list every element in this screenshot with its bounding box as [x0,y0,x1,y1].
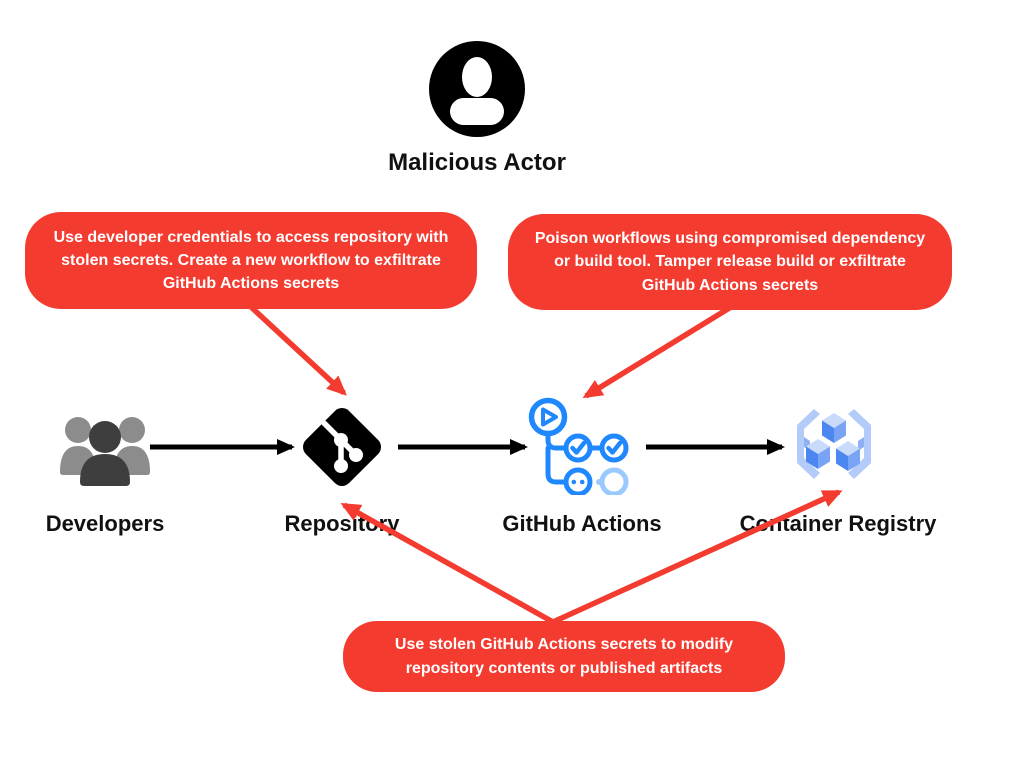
malicious-actor-label: Malicious Actor [388,149,566,176]
developers-group-icon [60,417,150,486]
callout-stolen-secrets: Use stolen GitHub Actions secrets to mod… [343,621,785,692]
node-label-github-actions: GitHub Actions [502,511,662,536]
malicious-actor-person-icon [429,41,525,137]
github-actions-workflow-icon [528,397,629,495]
callout-stolen-secrets-text: Use stolen GitHub Actions secrets to mod… [394,636,734,677]
callout-poison-workflow: Poison workflows using compromised depen… [508,214,952,310]
node-label-developers: Developers [45,511,165,536]
callout-poison-workflow-text: Poison workflows using compromised depen… [534,230,926,294]
attack-arrow-right-callout-to-actions [582,304,733,399]
callout-credential-attack: Use developer credentials to access repo… [25,212,477,309]
container-registry-cubes-icon [797,409,871,479]
node-label-container-registry: Container Registry [739,511,937,536]
node-label-repository: Repository [284,511,400,536]
git-logo-icon [303,408,381,486]
attack-arrow-left-callout-to-repository [248,303,347,396]
callout-credential-attack-text: Use developer credentials to access repo… [53,228,449,293]
